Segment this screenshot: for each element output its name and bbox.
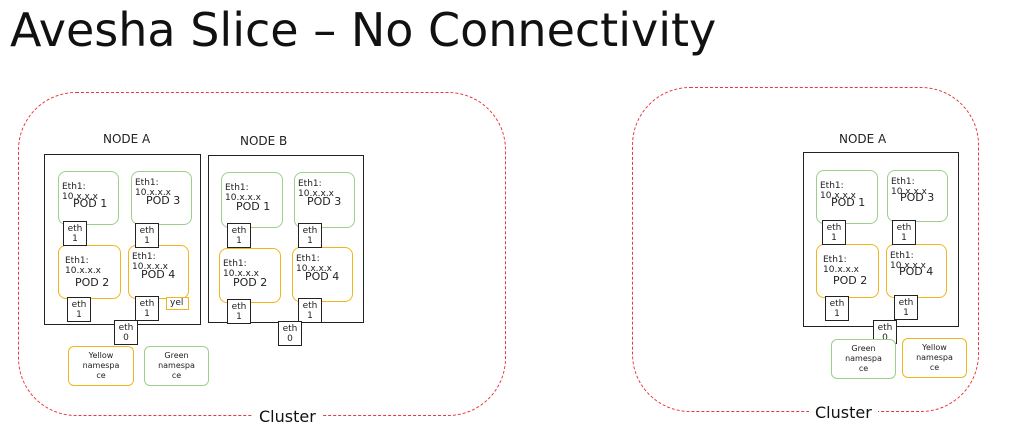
pod-eth-address: Eth1: 10.x.x.x [62, 182, 99, 202]
pod-3: Eth1: 10.x.x.x POD 3 [887, 170, 948, 222]
pod-name: POD 2 [833, 274, 868, 287]
pod-eth-address: Eth1: 10.x.x.x [223, 259, 260, 279]
node-a-label: NODE A [103, 132, 151, 146]
pod-1: Eth1: 10.x.x.x POD 1 [58, 171, 119, 225]
pod-eth-address: Eth1: 10.x.x.x [135, 178, 172, 198]
eth0-interface: eth 0 [114, 320, 138, 345]
eth1-interface: eth 1 [894, 295, 918, 320]
pod-2: Eth1: 10.x.x.x POD 2 [58, 245, 121, 299]
eth1-interface: eth 1 [67, 297, 91, 322]
pod-eth-address: Eth1: 10.x.x.x [890, 251, 927, 271]
pod-name: POD 1 [831, 196, 866, 209]
eth1-interface: eth 1 [135, 223, 159, 248]
green-namespace: Green namespa ce [144, 346, 209, 386]
pod-name: POD 3 [307, 195, 342, 208]
eth1-interface: eth 1 [892, 220, 916, 245]
pod-3: Eth1: 10.x.x.x POD 3 [294, 172, 355, 228]
node-a-label: NODE A [839, 132, 887, 146]
pod-name: POD 3 [146, 194, 181, 207]
pod-name: POD 1 [73, 197, 108, 210]
green-namespace: Green namespa ce [831, 339, 896, 379]
pod-1: Eth1: 10.x.x.x POD 1 [221, 172, 283, 228]
yellow-tag: yel [166, 297, 189, 310]
cluster-1-label: Cluster [253, 408, 322, 426]
page-title: Avesha Slice – No Connectivity [10, 3, 717, 57]
pod-name: POD 1 [236, 200, 271, 213]
pod-eth-address: Eth1: 10.x.x.x [225, 183, 262, 203]
pod-4: Eth1: 10.x.x.x POD 4 [292, 247, 353, 302]
pod-2: Eth1: 10.x.x.x POD 2 [816, 244, 879, 298]
eth1-interface: eth 1 [298, 298, 322, 323]
pod-eth-address: Eth1: 10.x.x.x [65, 256, 102, 276]
pod-4: Eth1: 10.x.x.x POD 4 [128, 245, 189, 299]
pod-1: Eth1: 10.x.x.x POD 1 [816, 170, 878, 224]
pod-eth-address: Eth1: 10.x.x.x [891, 177, 928, 197]
eth1-interface: eth 1 [298, 223, 322, 248]
node-b-label: NODE B [240, 134, 288, 148]
eth1-interface: eth 1 [825, 296, 849, 321]
pod-eth-address: Eth1: 10.x.x.x [820, 181, 857, 201]
pod-3: Eth1: 10.x.x.x POD 3 [131, 171, 192, 225]
eth1-interface: eth 1 [227, 299, 251, 324]
pod-name: POD 4 [141, 268, 176, 281]
eth1-interface: eth 1 [227, 223, 251, 248]
pod-eth-address: Eth1: 10.x.x.x [296, 254, 333, 274]
pod-eth-address: Eth1: 10.x.x.x [823, 255, 860, 275]
yellow-namespace: Yellow namespa ce [68, 346, 134, 386]
pod-eth-address: Eth1: 10.x.x.x [132, 252, 169, 272]
pod-2: Eth1: 10.x.x.x POD 2 [219, 248, 281, 303]
eth0-interface: eth 0 [278, 321, 302, 346]
eth1-interface: eth 1 [135, 296, 159, 321]
eth1-interface: eth 1 [63, 221, 87, 246]
pod-name: POD 4 [305, 270, 340, 283]
cluster-2-label: Cluster [809, 404, 878, 422]
pod-4: Eth1: 10.x.x.x POD 4 [886, 244, 947, 298]
pod-name: POD 2 [233, 276, 268, 289]
cluster-2 [632, 87, 979, 412]
pod-name: POD 2 [75, 276, 110, 289]
eth1-interface: eth 1 [822, 220, 846, 245]
pod-name: POD 3 [900, 191, 935, 204]
pod-name: POD 4 [899, 265, 934, 278]
yellow-namespace: Yellow namespa ce [902, 338, 967, 378]
pod-eth-address: Eth1: 10.x.x.x [298, 179, 335, 199]
